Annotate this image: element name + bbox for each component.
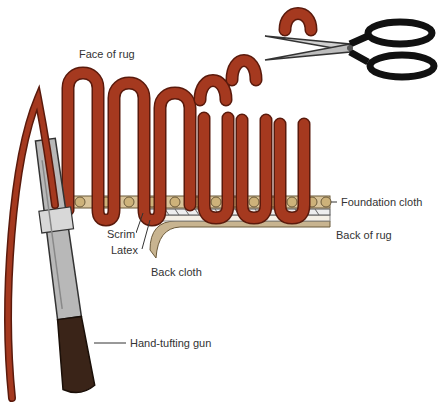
yarn-feed-core [8,98,55,398]
yarn-pile [55,14,311,221]
yarn-feed [8,98,55,398]
part-label: Scrim [106,228,136,241]
part-label: Back cloth [150,266,203,279]
tufting-gun [23,93,95,395]
back-cloth [150,221,330,258]
part-label: Face of rug [78,48,136,61]
scissors [265,22,434,77]
part-label: Latex [110,244,139,257]
leader-lines [94,202,337,343]
part-label: Back of rug [335,229,393,242]
part-label: Hand-tufting gun [129,337,212,350]
part-label: Foundation cloth [340,196,423,209]
